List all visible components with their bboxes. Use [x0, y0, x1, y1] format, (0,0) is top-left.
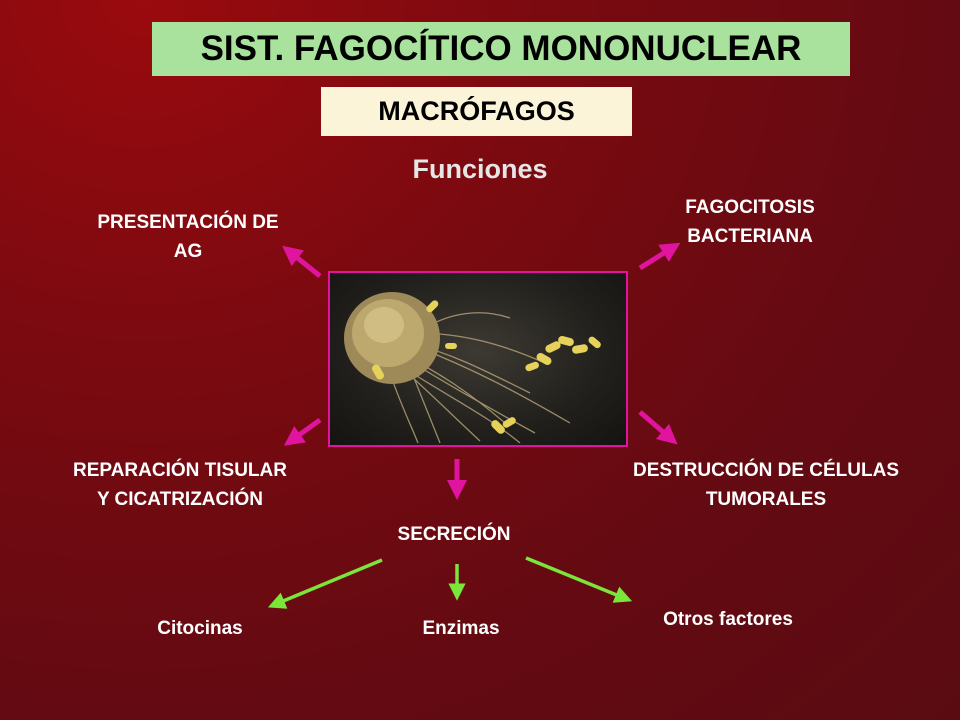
subtitle-box: MACRÓFAGOS [321, 87, 632, 136]
function-label-line: TUMORALES [705, 489, 827, 510]
function-label-line: AG [173, 241, 203, 262]
arrow-to-antigen-presentation [282, 245, 322, 278]
function-label-line: FAGOCITOSIS [685, 197, 815, 218]
arrow-to-other-factors [525, 556, 633, 603]
arrow-to-cytokines [267, 558, 383, 609]
function-label-line: Y CICATRIZACIÓN [96, 489, 264, 510]
bacteria-cluster [372, 300, 601, 434]
function-tumor-destruction: DESTRUCCIÓN DE CÉLULAS TUMORALES [586, 456, 946, 514]
secretion-other-factors: Otros factores [663, 609, 793, 630]
secretion-cytokines: Citocinas [157, 618, 243, 639]
function-antigen-presentation: PRESENTACIÓN DE AG [58, 208, 318, 266]
title-box: SIST. FAGOCÍTICO MONONUCLEAR [152, 22, 850, 76]
secretion-enzymes: Enzimas [422, 618, 500, 639]
function-label-line: REPARACIÓN TISULAR [73, 460, 287, 481]
macrophage-micrograph [328, 271, 628, 447]
function-secretion: SECRECIÓN [397, 524, 511, 545]
page-subtitle: MACRÓFAGOS [378, 96, 575, 126]
arrow-to-tissue-repair [283, 417, 322, 446]
function-label-line: BACTERIANA [687, 226, 813, 247]
page-title: SIST. FAGOCÍTICO MONONUCLEAR [200, 29, 802, 68]
macrophage-image [344, 292, 601, 444]
function-label-line: PRESENTACIÓN DE [97, 212, 279, 233]
arrow-to-phagocytosis [638, 242, 681, 271]
functions-heading: Funciones [412, 154, 548, 184]
function-bacterial-phagocytosis: FAGOCITOSIS BACTERIANA [620, 193, 880, 251]
macrophage-highlight [364, 307, 404, 343]
arrow-to-tumor-destruction [638, 410, 678, 445]
function-tissue-repair: REPARACIÓN TISULAR Y CICATRIZACIÓN [30, 456, 330, 514]
function-label-line: DESTRUCCIÓN DE CÉLULAS [632, 460, 899, 481]
